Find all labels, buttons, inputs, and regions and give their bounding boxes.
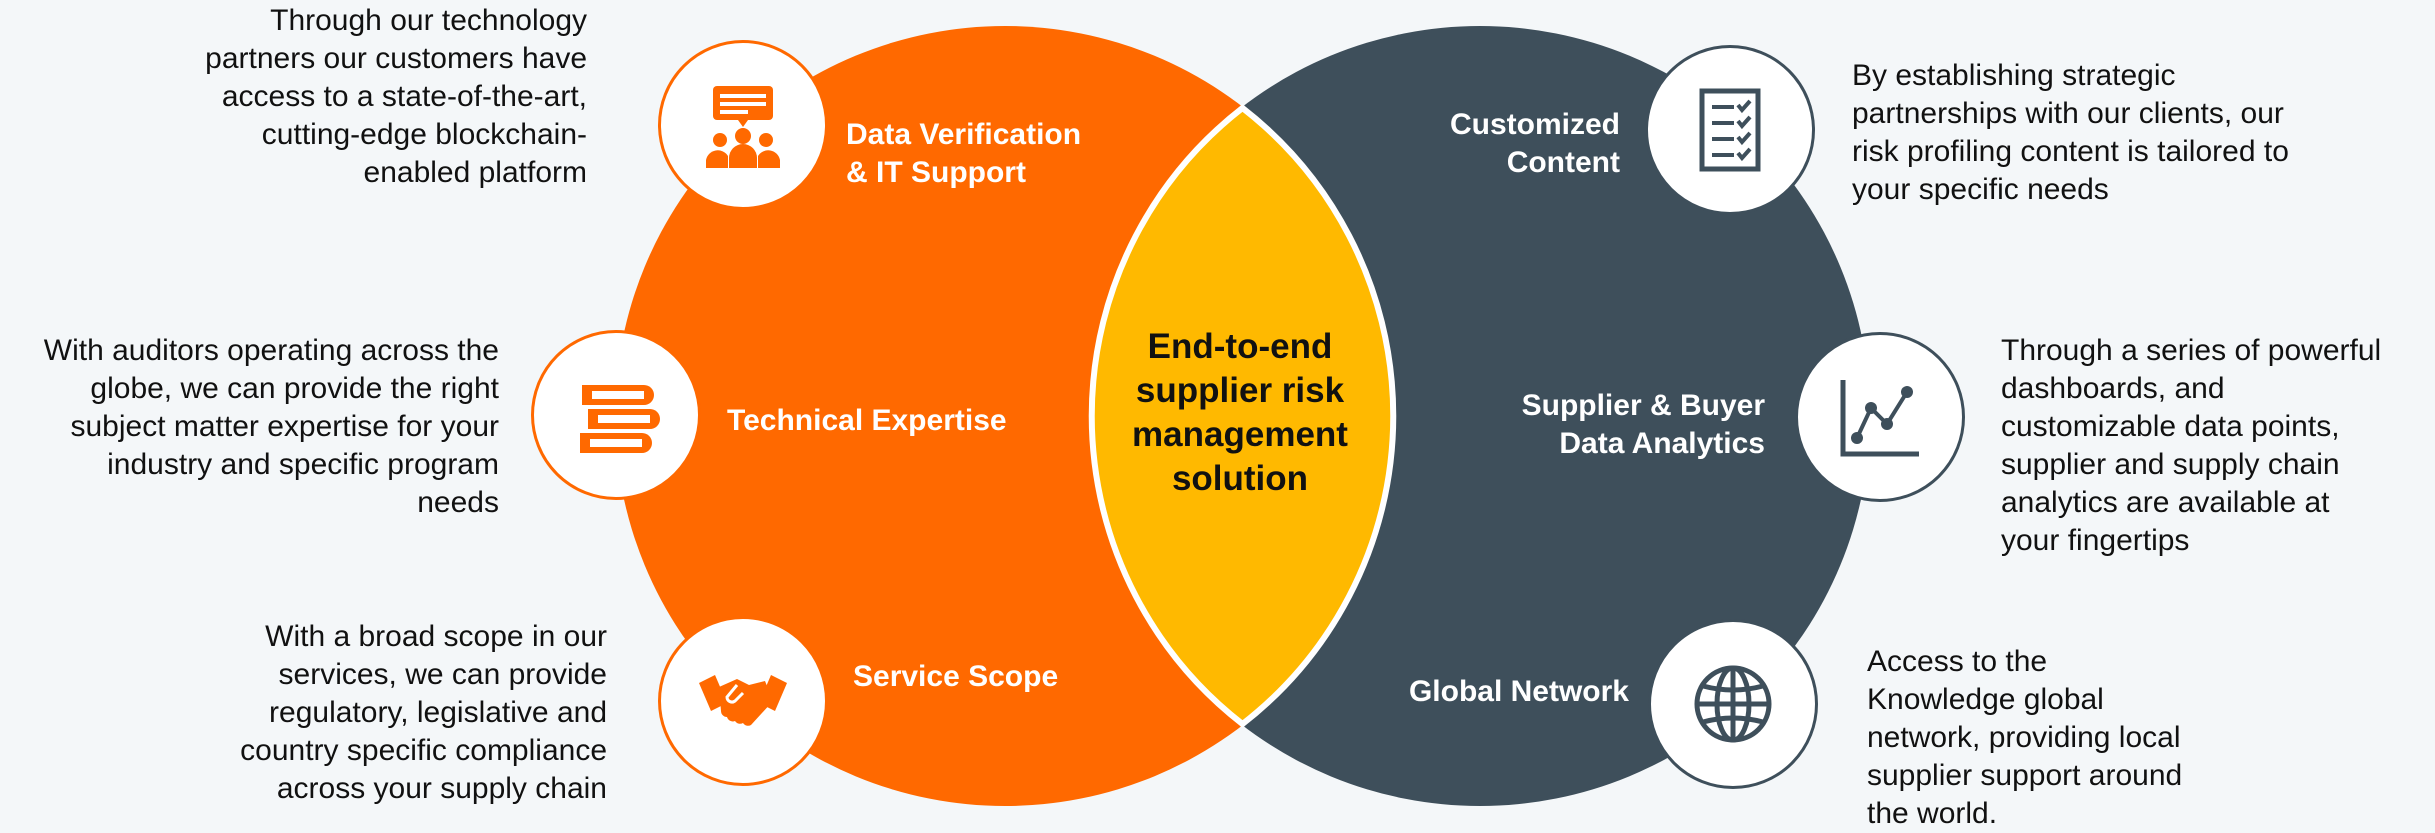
label-technical-expertise: Technical Expertise [727,404,1007,437]
center-title: End-to-end supplier risk management solu… [1132,327,1348,498]
right-description-3: Access to the Knowledge global network, … [1867,645,2183,830]
books-icon [580,385,660,453]
technical-expertise-icon-badge [531,330,701,500]
label-customized-content: Customized Content [1449,108,1620,179]
globe-icon [1694,665,1772,743]
right-description-1: By establishing strategic partnerships w… [1852,59,2289,206]
presentation-audience-icon [706,86,780,168]
line-chart-icon [1840,380,1919,457]
label-supplier-buyer-analytics: Supplier & Buyer Data Analytics [1521,389,1765,460]
service-scope-icon-badge [658,616,828,786]
label-service-scope: Service Scope [853,660,1059,693]
checklist-icon [1699,88,1761,172]
right-description-2: Through a series of powerful dashboards,… [2001,334,2382,557]
left-description-3: With a broad scope in our services, we c… [240,620,607,805]
overlap-lens [1090,26,1395,806]
global-network-icon-badge [1648,619,1818,789]
left-description-1: Through our technology partners our cust… [205,4,587,189]
customized-content-icon-badge [1645,45,1815,215]
overlap-outline [1088,104,1397,728]
data-verification-icon-badge [658,40,828,210]
label-global-network: Global Network [1408,675,1629,708]
label-data-verification: Data Verification & IT Support [846,118,1082,189]
left-description-2: With auditors operating across the globe… [43,334,499,519]
handshake-icon [699,675,787,726]
analytics-icon-badge [1795,332,1965,502]
